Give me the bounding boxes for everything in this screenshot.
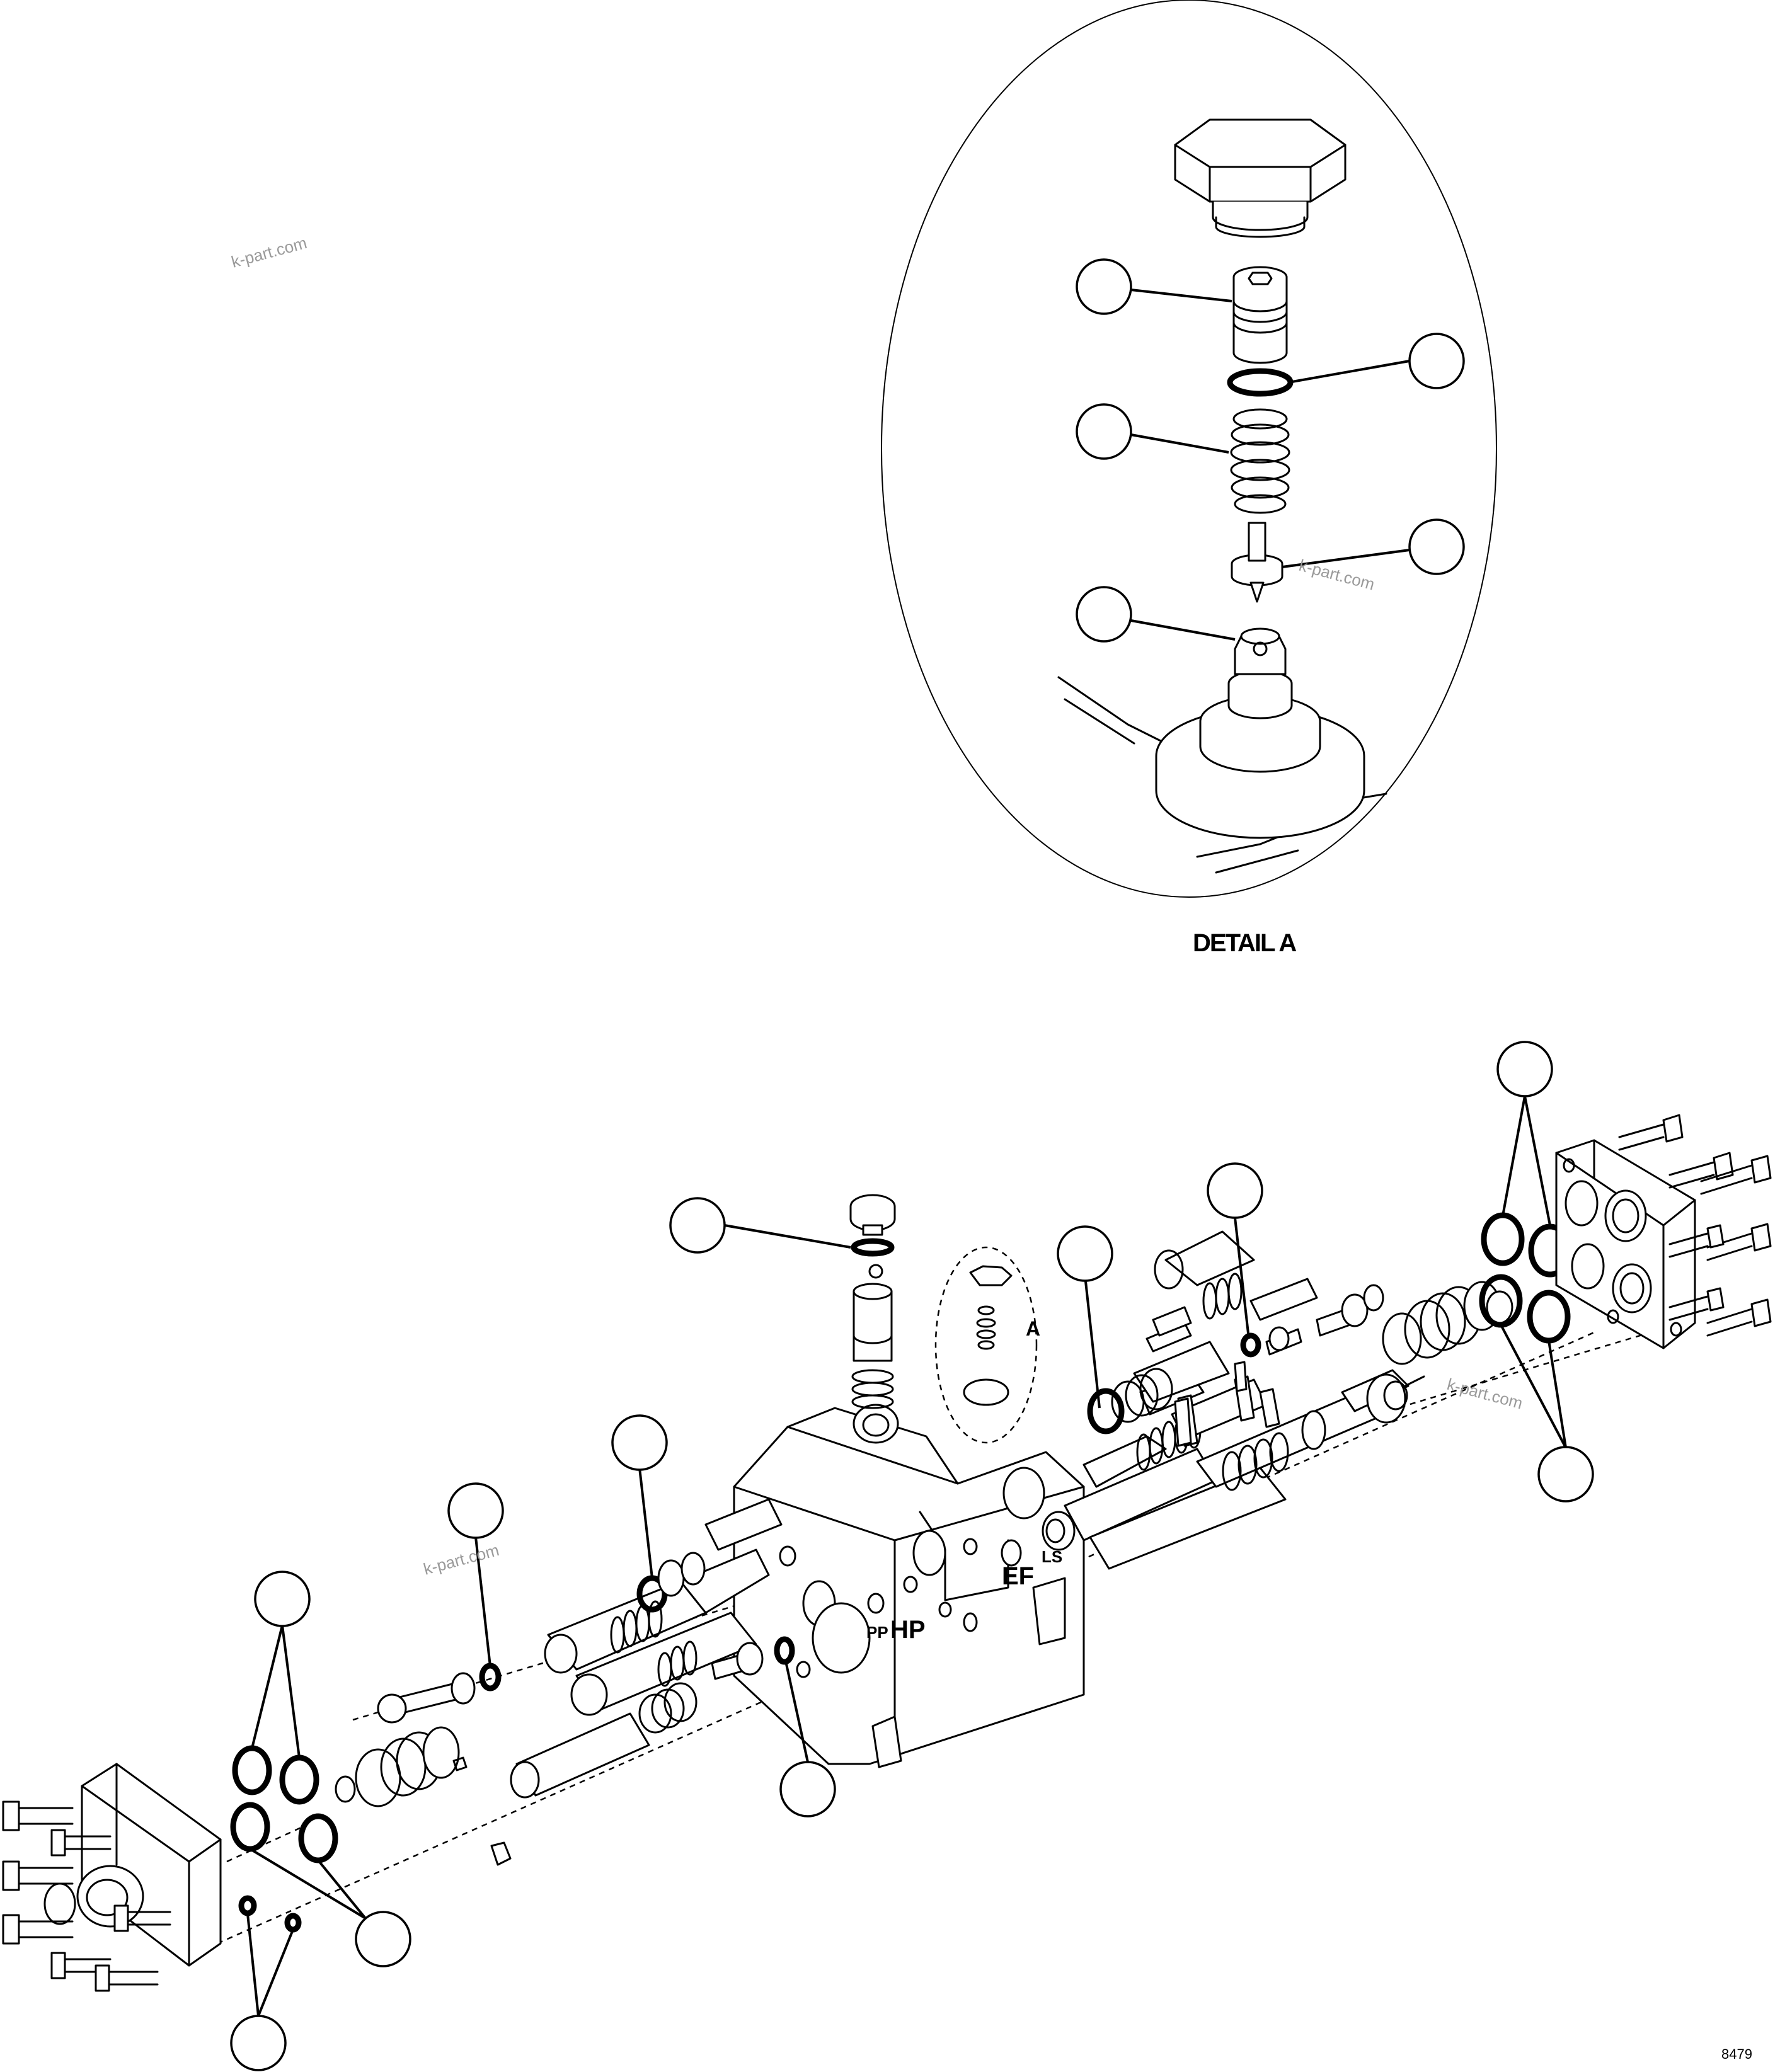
callout-o-ring <box>1408 333 1465 389</box>
detail-plug <box>1232 266 1288 364</box>
detail-a-marker: A <box>934 1246 1040 1444</box>
callout-right-cover-orings-bottom <box>1537 1446 1594 1502</box>
callout-right-small-oring <box>1207 1162 1263 1219</box>
right-end-cover <box>1555 1139 1696 1349</box>
poppet-needle <box>1231 522 1283 603</box>
callout-relief-valve <box>669 1197 726 1254</box>
pins <box>1174 1361 1248 1447</box>
detail-a-reference: A <box>1026 1317 1040 1340</box>
detail-spring <box>1230 408 1290 514</box>
callout-left-cover-orings-top <box>254 1571 311 1627</box>
callout-plug <box>1076 258 1132 315</box>
callout-left-cover-orings-bottom <box>355 1911 411 1967</box>
callout-spring <box>1076 403 1132 460</box>
watermark-3: k-part.com <box>422 1540 501 1579</box>
detail-callouts <box>1076 258 1465 643</box>
callout-right-cover-orings-top <box>1496 1041 1553 1097</box>
callout-body-small-oring <box>779 1761 836 1817</box>
top-relief-valve <box>849 1194 896 1409</box>
watermark-2: k-part.com <box>1297 556 1376 594</box>
detail-a-title: DETAIL A <box>1193 929 1296 957</box>
detail-a-view: DETAIL A <box>881 0 1497 957</box>
drawing-code: 8479 <box>1721 2046 1752 2062</box>
callout-left-spool-oring <box>611 1414 668 1471</box>
port-label-ls: LS <box>1042 1547 1062 1566</box>
port-label-ef: EF <box>1002 1562 1034 1590</box>
callout-left-small-oring <box>447 1482 504 1539</box>
callout-right-spool-oring <box>1057 1225 1113 1282</box>
left-o-rings <box>230 1745 338 1933</box>
port-label-hp: HP <box>890 1616 926 1644</box>
main-callouts <box>230 1041 1594 2071</box>
callout-seat <box>1076 586 1132 643</box>
main-assembly: PP HP LS EF A <box>2 1041 1772 2071</box>
right-bolts <box>1618 1114 1772 1337</box>
left-spools <box>377 1498 795 1866</box>
right-spools <box>1064 1230 1425 1570</box>
detail-o-ring <box>1227 368 1294 397</box>
callout-left-small-rings <box>230 2015 287 2071</box>
valve-seat-base <box>1155 627 1365 839</box>
left-end-cover <box>43 1763 222 1967</box>
watermark-1: k-part.com <box>229 233 309 272</box>
left-bolts <box>2 1800 171 1992</box>
callout-poppet <box>1408 518 1465 575</box>
left-check-valve <box>335 1726 460 1807</box>
detail-a-boundary <box>881 0 1497 898</box>
valve-body: PP HP LS EF <box>733 1404 1085 1768</box>
detail-hex-cap <box>1174 118 1346 238</box>
port-label-pp: PP <box>866 1623 888 1642</box>
